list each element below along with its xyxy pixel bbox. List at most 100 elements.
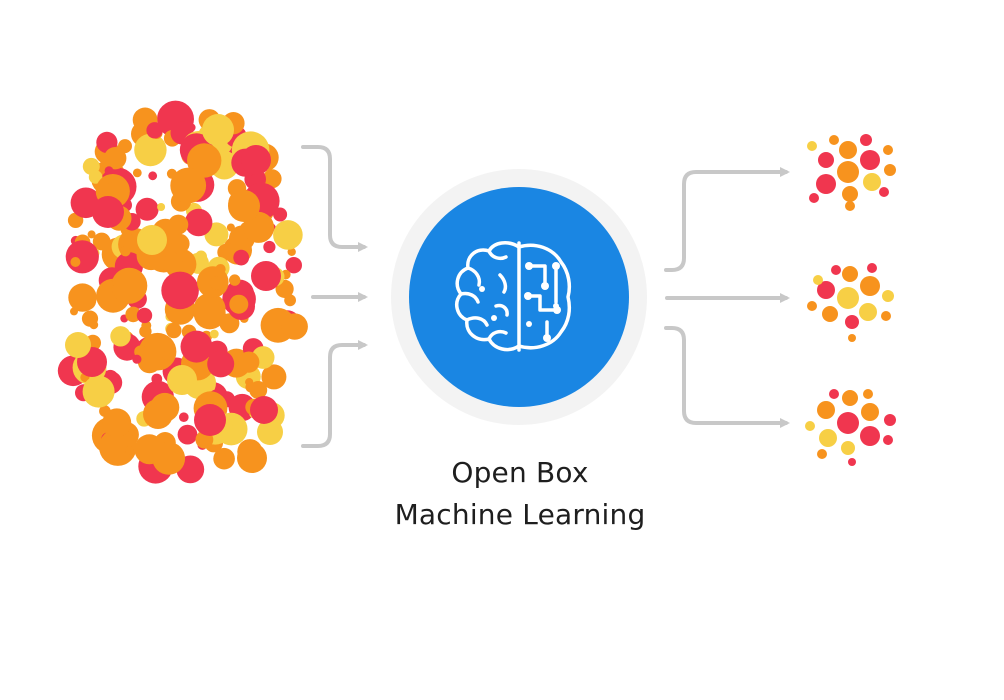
data-dot: [89, 320, 99, 330]
data-dot: [829, 389, 839, 399]
data-dot: [194, 404, 226, 436]
data-dot: [102, 408, 132, 438]
data-dot: [88, 170, 103, 184]
data-dot: [237, 443, 267, 473]
data-dot: [281, 313, 308, 340]
data-dot: [228, 190, 260, 222]
input-data-cloud: [57, 100, 308, 484]
data-dot: [161, 271, 199, 310]
data-dot: [845, 315, 859, 329]
data-dot: [104, 147, 127, 170]
data-dot: [125, 446, 134, 455]
data-dot: [207, 350, 235, 378]
data-dot: [187, 143, 222, 178]
data-dot: [99, 428, 137, 466]
data-dot: [842, 266, 858, 282]
data-dot: [157, 203, 166, 211]
data-dot: [229, 274, 241, 286]
data-dot: [819, 429, 837, 447]
data-dot: [273, 220, 303, 250]
data-dot: [848, 334, 856, 342]
data-dot: [135, 197, 159, 221]
output-cluster-2: [807, 263, 894, 342]
data-dot: [882, 290, 894, 302]
data-dot: [209, 329, 219, 339]
data-dot: [245, 382, 256, 393]
data-dot: [273, 207, 288, 222]
input-connector-top: [301, 145, 368, 252]
data-dot: [805, 421, 815, 431]
data-dot: [241, 145, 271, 175]
data-dot: [161, 351, 171, 360]
data-dot: [146, 122, 163, 139]
data-dot: [125, 306, 141, 323]
data-dot: [809, 193, 819, 203]
input-connectors: [301, 145, 368, 448]
data-dot: [179, 412, 189, 423]
data-dot: [251, 261, 281, 291]
data-dot: [250, 396, 278, 424]
data-dot: [822, 306, 838, 322]
data-dot: [238, 351, 260, 373]
data-dot: [842, 390, 858, 406]
data-dot: [842, 186, 858, 202]
data-dot: [860, 276, 880, 296]
data-dot: [845, 201, 855, 211]
output-connectors: [664, 167, 790, 428]
output-cluster-1: [807, 134, 896, 211]
data-dot: [229, 294, 249, 314]
data-dot: [861, 403, 879, 421]
data-dot: [104, 279, 114, 290]
input-connector-bottom: [301, 340, 368, 448]
data-dot: [859, 303, 877, 321]
data-dot: [120, 246, 131, 257]
data-dot: [209, 276, 224, 290]
data-dot: [879, 187, 889, 197]
data-dot: [860, 150, 880, 170]
data-dot: [177, 424, 198, 445]
data-dot: [817, 401, 835, 419]
data-dot: [816, 174, 836, 194]
caption-line-2: Machine Learning: [394, 498, 646, 531]
data-dot: [134, 133, 167, 167]
data-dot: [65, 332, 91, 358]
data-dot: [111, 267, 148, 304]
data-dot: [166, 322, 182, 339]
data-dot: [818, 152, 834, 168]
data-dot: [87, 230, 96, 239]
data-dot: [262, 169, 282, 189]
data-dot: [261, 364, 287, 390]
data-dot: [813, 275, 823, 285]
data-dot: [65, 240, 99, 274]
data-dot: [884, 414, 896, 426]
data-dot: [92, 196, 124, 228]
data-dot: [863, 389, 873, 399]
data-dot: [884, 164, 896, 176]
data-dot: [195, 250, 208, 263]
data-dot: [132, 354, 142, 364]
data-dot: [867, 263, 877, 273]
data-dot: [883, 145, 893, 155]
output-cluster-3: [805, 389, 896, 466]
output-connector-bottom: [664, 326, 790, 428]
data-dot: [132, 168, 142, 178]
data-dot: [70, 257, 81, 267]
data-dot: [263, 240, 276, 254]
data-dot: [193, 293, 226, 325]
data-dot: [137, 225, 167, 255]
data-dot: [68, 283, 97, 312]
data-dot: [881, 311, 891, 321]
data-dot: [883, 435, 893, 445]
ml-hub: [391, 169, 647, 425]
data-dot: [233, 249, 250, 266]
data-dot: [829, 135, 839, 145]
data-dot: [82, 375, 115, 408]
data-dot: [837, 412, 859, 434]
data-dot: [817, 449, 827, 459]
data-dot: [138, 332, 177, 371]
data-dot: [143, 399, 173, 429]
data-dot: [831, 265, 841, 275]
data-dot: [180, 330, 213, 363]
brain-circuit-icon: [455, 241, 572, 352]
data-dot: [213, 447, 235, 470]
